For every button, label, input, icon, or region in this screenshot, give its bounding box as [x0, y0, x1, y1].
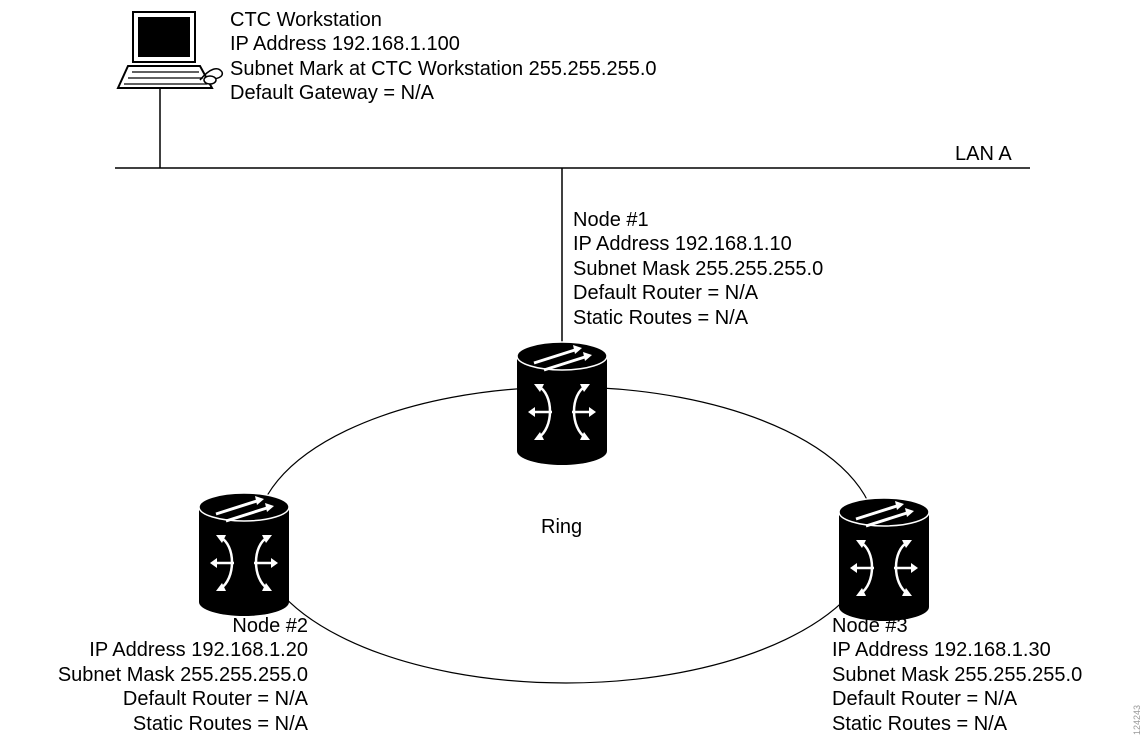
- node-3-name: Node #3: [832, 615, 908, 637]
- node-3-label: Node #3 IP Address 192.168.1.30 Subnet M…: [832, 614, 1082, 736]
- node-1-ip: IP Address 192.168.1.10: [573, 233, 792, 256]
- node-2-subnet: Subnet Mask 255.255.255.0: [57, 663, 308, 686]
- workstation-ip: IP Address 192.168.1.100: [230, 33, 460, 56]
- node-2-name: Node #2: [232, 615, 308, 637]
- node-2-label: Node #2 IP Address 192.168.1.20 Subnet M…: [8, 614, 308, 736]
- workstation-gateway: Default Gateway = N/A: [230, 82, 434, 105]
- node-3-routes: Static Routes = N/A: [832, 712, 1008, 735]
- figure-id: 124243: [1132, 704, 1142, 735]
- node-1-routes: Static Routes = N/A: [573, 306, 749, 329]
- workstation-subnet: Subnet Mark at CTC Workstation 255.255.2…: [230, 57, 657, 80]
- node-2-router: Default Router = N/A: [122, 688, 308, 711]
- node-3-ip: IP Address 192.168.1.30: [832, 639, 1051, 662]
- ring-label: Ring: [541, 516, 583, 538]
- node-2-router-icon: [197, 491, 291, 618]
- workstation-name: CTC Workstation: [230, 9, 382, 31]
- node-2-routes: Static Routes = N/A: [132, 712, 308, 735]
- node-1-router-icon: [515, 340, 609, 467]
- node-1-subnet: Subnet Mask 255.255.255.0: [573, 257, 824, 280]
- node-3-router-icon: [837, 496, 931, 623]
- lan-label: LAN A: [955, 143, 1012, 165]
- node-3-subnet: Subnet Mask 255.255.255.0: [832, 663, 1083, 686]
- workstation-computer-icon: [116, 11, 224, 89]
- node-1-label: Node #1 IP Address 192.168.1.10 Subnet M…: [573, 208, 823, 330]
- node-1-router: Default Router = N/A: [573, 282, 759, 305]
- node-3-router: Default Router = N/A: [832, 688, 1018, 711]
- node-2-ip: IP Address 192.168.1.20: [89, 639, 308, 662]
- workstation-label: CTC Workstation IP Address 192.168.1.100…: [230, 8, 657, 106]
- node-1-name: Node #1: [573, 209, 649, 231]
